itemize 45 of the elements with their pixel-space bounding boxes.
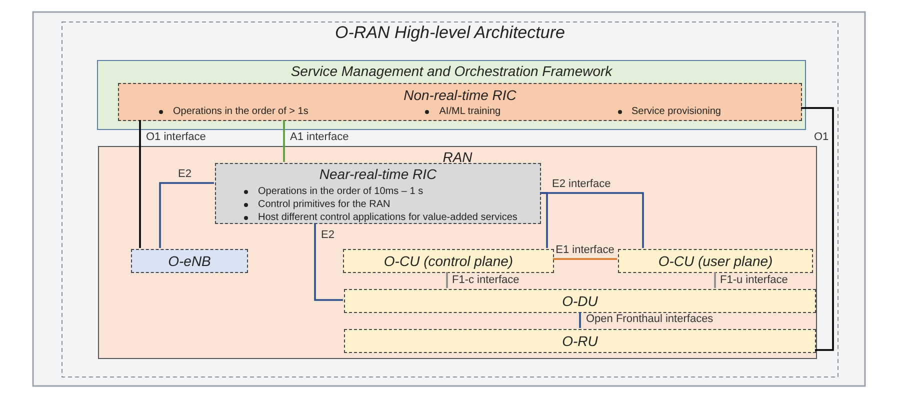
connector-line <box>801 107 834 351</box>
edge-label: A1 interface <box>290 131 349 143</box>
node-heading: O-RU <box>562 333 598 349</box>
bullet-item: AI/ML training <box>439 105 501 118</box>
framework-box <box>97 60 806 130</box>
edge-label: F1-u interface <box>720 274 788 286</box>
unit-box <box>618 249 813 273</box>
connector-line <box>139 120 141 248</box>
ric-box <box>215 163 541 224</box>
ric-box <box>118 83 802 121</box>
node-heading: Service Management and Orchestration Framework <box>290 63 612 79</box>
bullet-item: Host different control applications for value-added services <box>258 211 518 224</box>
edge-label: O1 interface <box>146 131 206 143</box>
connector-line <box>553 258 617 260</box>
node-heading: O-CU (user plane) <box>658 253 773 269</box>
node-box <box>131 249 248 273</box>
node-heading: Near-real-time RIC <box>319 166 437 182</box>
bullet-item: Control primitives for the RAN <box>258 198 390 211</box>
node-heading: O-DU <box>562 293 598 309</box>
node-heading: Non-real-time RIC <box>404 87 516 103</box>
ran-box <box>98 146 817 359</box>
connector-line <box>446 272 448 288</box>
bullet-item: Service provisioning <box>632 105 721 118</box>
edge-label: E1 interface <box>555 243 615 258</box>
unit-box <box>343 249 554 273</box>
bullet-item: Operations in the order of > 1s <box>173 105 308 118</box>
connector-line <box>540 192 644 248</box>
diagram-title: O-RAN High-level Architecture <box>334 23 566 43</box>
connector-line <box>159 182 214 248</box>
bullet-item: Operations in the order of 10ms – 1 s <box>258 185 424 198</box>
edge-label: O1 <box>814 131 829 143</box>
edge-label: Open Fronthaul interfaces <box>586 313 714 325</box>
unit-box <box>344 329 816 353</box>
connector-line <box>283 120 285 162</box>
edge-label: E2 <box>321 229 334 241</box>
edge-label: F1-c interface <box>452 274 520 286</box>
unit-box <box>344 289 816 313</box>
node-heading: RAN <box>442 149 472 165</box>
connector-line <box>579 312 581 328</box>
node-heading: O-eNB <box>168 253 211 269</box>
connector-line <box>314 223 343 301</box>
connector-line <box>714 272 716 288</box>
edge-label: E2 interface <box>552 178 611 190</box>
edge-label: E2 <box>178 168 192 180</box>
node-heading: O-CU (control plane) <box>384 253 514 269</box>
